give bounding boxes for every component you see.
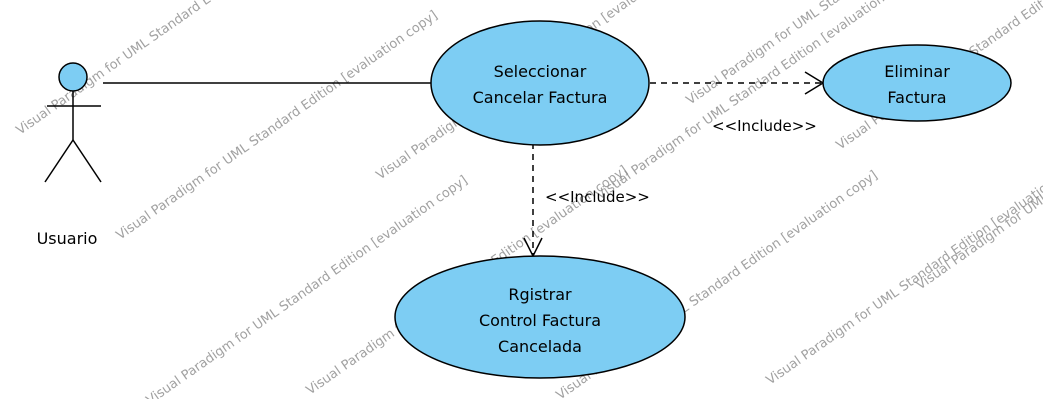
use-case-label-line: Seleccionar (494, 62, 587, 81)
include-stereotype-label: <<Include>> (712, 117, 817, 135)
use-case-seleccionar[interactable]: Seleccionar Cancelar Factura (430, 20, 650, 146)
use-case-label-line: Cancelada (498, 337, 582, 356)
include-stereotype-label: <<Include>> (545, 188, 650, 206)
use-case-label-line: Rgistrar (508, 285, 572, 304)
use-case-label-line: Control Factura (479, 311, 601, 330)
actor-left-leg (44, 139, 74, 183)
use-case-ellipse (430, 20, 650, 146)
watermark-text: Visual Paradigm for UML Standard Edition… (114, 8, 441, 243)
include-relation-registrar[interactable]: <<Include>> (523, 143, 650, 258)
actor-right-leg (72, 139, 102, 183)
use-case-label-line: Factura (887, 88, 946, 107)
use-case-ellipse (822, 44, 1012, 122)
actor-usuario[interactable]: Usuario (37, 62, 102, 248)
use-case-label-line: Eliminar (884, 62, 950, 81)
actor-head (58, 62, 88, 92)
use-case-label-line: Cancelar Factura (473, 88, 608, 107)
use-case-registrar[interactable]: Rgistrar Control Factura Cancelada (394, 255, 686, 379)
watermark-text: Visual Paradigm for UML Standard Edition… (764, 153, 1043, 388)
actor-label: Usuario (37, 229, 98, 248)
use-case-eliminar[interactable]: Eliminar Factura (822, 44, 1012, 122)
use-case-ellipse (394, 255, 686, 379)
